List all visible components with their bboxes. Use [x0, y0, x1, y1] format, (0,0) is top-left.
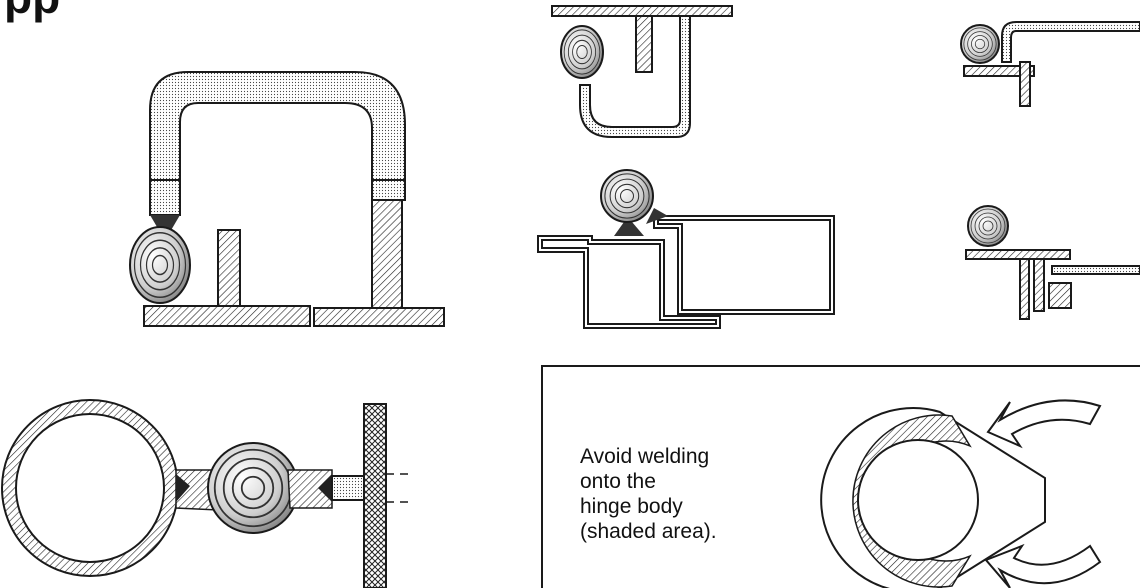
hinge-body-illustration: [820, 399, 1102, 588]
tube-mount-weld-right: [646, 208, 668, 224]
ring-stub: [331, 475, 365, 501]
wall-section: [363, 403, 387, 588]
example-ring-to-wall: [1, 399, 414, 588]
u-bracket-stem: [635, 15, 653, 73]
tube-mount-hinge-ball: [600, 169, 654, 223]
rotation-arrow-top: [986, 399, 1102, 449]
c-bracket-upright-right: [371, 199, 403, 311]
note-line-3: hinge body: [580, 495, 683, 518]
ring-weld-right: [287, 469, 333, 509]
corner-bracket-arm: [1001, 21, 1140, 63]
tube-mount-weld-left: [614, 222, 644, 236]
c-bracket-hinge-ball: [129, 226, 191, 304]
c-bracket-right-leg: [371, 179, 406, 201]
example-tube-mount: [537, 169, 835, 329]
u-bracket-loop: [579, 15, 691, 138]
ring-inner: [15, 413, 165, 563]
example-c-bracket: [129, 71, 445, 327]
corner-bracket-hinge-ball: [960, 24, 1000, 64]
c-bracket-base-left: [143, 305, 311, 327]
ring-weld-left-dark: [176, 474, 190, 502]
tube-mount-right-profile: [653, 215, 835, 315]
c-bracket-upright-left: [217, 229, 241, 309]
u-bracket-hinge-ball: [560, 25, 604, 79]
corner-bracket-upright: [1019, 61, 1031, 107]
c-bracket-arm: [149, 71, 406, 196]
t-section-hinge-ball: [967, 205, 1009, 247]
u-bracket-top-plate: [551, 5, 733, 17]
note-line-1: Avoid welding: [580, 445, 710, 468]
example-u-bracket: [551, 5, 733, 138]
c-bracket-left-leg: [149, 179, 181, 216]
t-section-side-bar: [1051, 265, 1140, 275]
t-section-flange: [1033, 258, 1045, 312]
note-line-2: onto the: [580, 470, 656, 493]
tube-mount-left-profile-inner: [539, 237, 719, 327]
ring-weld-right-dark: [318, 474, 332, 502]
rotation-arrow-bottom: [984, 543, 1102, 588]
ring-hinge-ball: [207, 442, 299, 534]
note-line-4: (shaded area).: [580, 520, 717, 543]
t-section-stem: [1019, 258, 1030, 320]
t-section-plate: [965, 249, 1071, 260]
example-t-section: [965, 205, 1140, 320]
t-section-block: [1048, 282, 1072, 309]
c-bracket-base-right: [313, 307, 445, 327]
heading-fragment: pp: [4, 0, 60, 24]
hinge-body-bore: [857, 439, 979, 561]
example-corner-bracket: [960, 21, 1140, 107]
corner-bracket-plate: [963, 65, 1035, 77]
note-text: Avoid welding onto the hinge body (shade…: [580, 444, 717, 544]
